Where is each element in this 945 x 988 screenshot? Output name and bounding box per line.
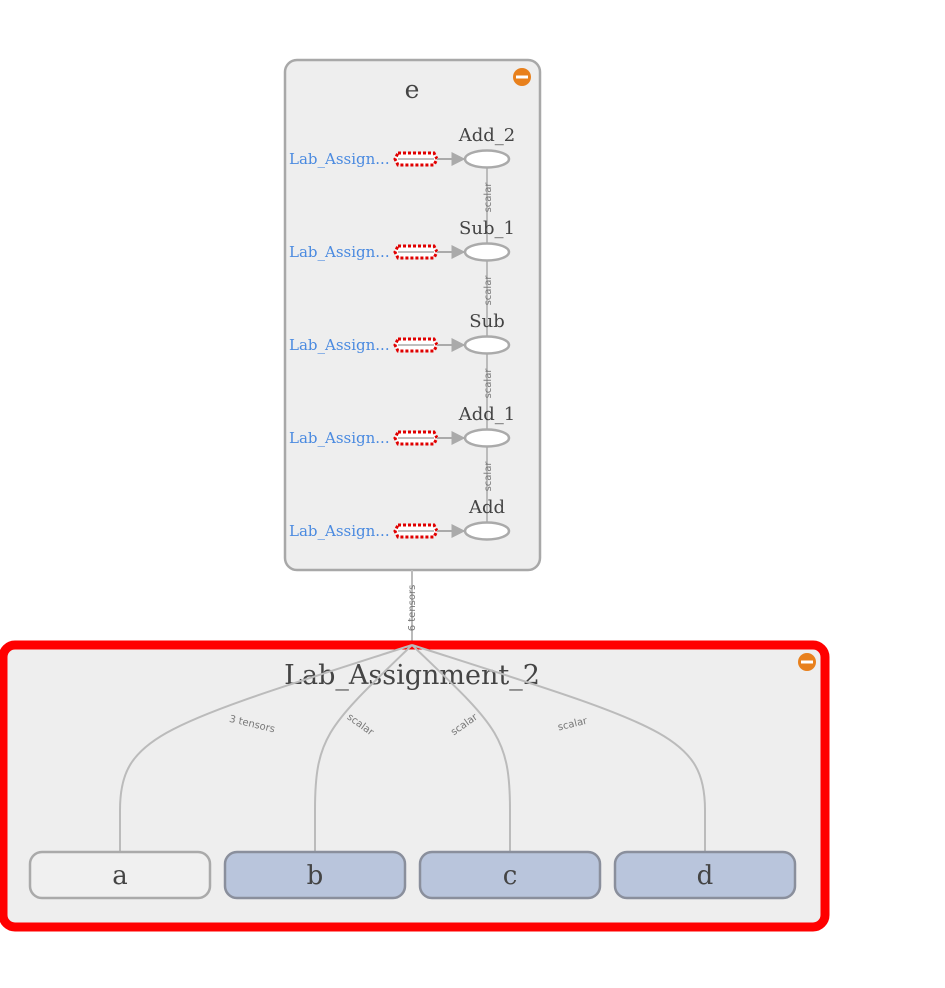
op-name: Sub_1 <box>459 218 515 239</box>
op-node[interactable]: AddLab_Assign... <box>289 497 511 541</box>
op-ellipse[interactable] <box>463 428 511 448</box>
op-name: Add_2 <box>458 125 516 146</box>
group-e-title: e <box>405 75 420 104</box>
op-edge: scalar <box>483 447 494 522</box>
reference-label[interactable]: Lab_Assign... <box>289 522 390 540</box>
reference-edge-icon <box>393 151 439 167</box>
op-layer: scalar scalar scalar scalar Add_2Lab_Assign.… <box>289 125 516 541</box>
group-lab-assignment-2-title: Lab_Assignment_2 <box>284 660 540 691</box>
variable-name: d <box>697 861 714 891</box>
op-node[interactable]: Sub_1Lab_Assign... <box>289 218 515 262</box>
op-name: Sub <box>469 311 504 332</box>
reference-edge-icon <box>393 244 439 260</box>
op-name: Add_1 <box>458 404 516 425</box>
variable-node[interactable]: b <box>223 850 407 900</box>
minus-circle-icon[interactable] <box>798 653 816 671</box>
group-edge-label: 6 tensors <box>407 585 418 632</box>
reference-label[interactable]: Lab_Assign... <box>289 429 390 447</box>
variable-node[interactable]: c <box>418 850 602 900</box>
reference-label[interactable]: Lab_Assign... <box>289 150 390 168</box>
minus-circle-icon[interactable] <box>513 68 531 86</box>
op-ellipse[interactable] <box>463 149 511 169</box>
op-node[interactable]: Add_1Lab_Assign... <box>289 404 516 448</box>
op-edge-label: scalar <box>483 461 494 492</box>
reference-edge-icon <box>393 337 439 353</box>
op-edge-label: scalar <box>483 182 494 213</box>
variable-name: a <box>112 861 128 891</box>
reference-label[interactable]: Lab_Assign... <box>289 243 390 261</box>
op-name: Add <box>468 497 505 518</box>
reference-edge-icon <box>393 523 439 539</box>
op-ellipse[interactable] <box>463 335 511 355</box>
op-edge-label: scalar <box>483 368 494 399</box>
variable-name: b <box>307 861 324 891</box>
op-edge: scalar <box>483 168 494 243</box>
op-ellipse[interactable] <box>463 521 511 541</box>
op-edge: scalar <box>483 261 494 336</box>
variable-node[interactable]: d <box>613 850 797 900</box>
group-edge: 6 tensors <box>407 570 418 645</box>
op-node[interactable]: Add_2Lab_Assign... <box>289 125 516 169</box>
reference-label[interactable]: Lab_Assign... <box>289 336 390 354</box>
variable-node[interactable]: a <box>28 850 212 900</box>
op-node[interactable]: SubLab_Assign... <box>289 311 511 355</box>
variable-name: c <box>503 861 518 891</box>
reference-edge-icon <box>393 430 439 446</box>
op-ellipse[interactable] <box>463 242 511 262</box>
op-edge: scalar <box>483 354 494 429</box>
op-edge-label: scalar <box>483 275 494 306</box>
